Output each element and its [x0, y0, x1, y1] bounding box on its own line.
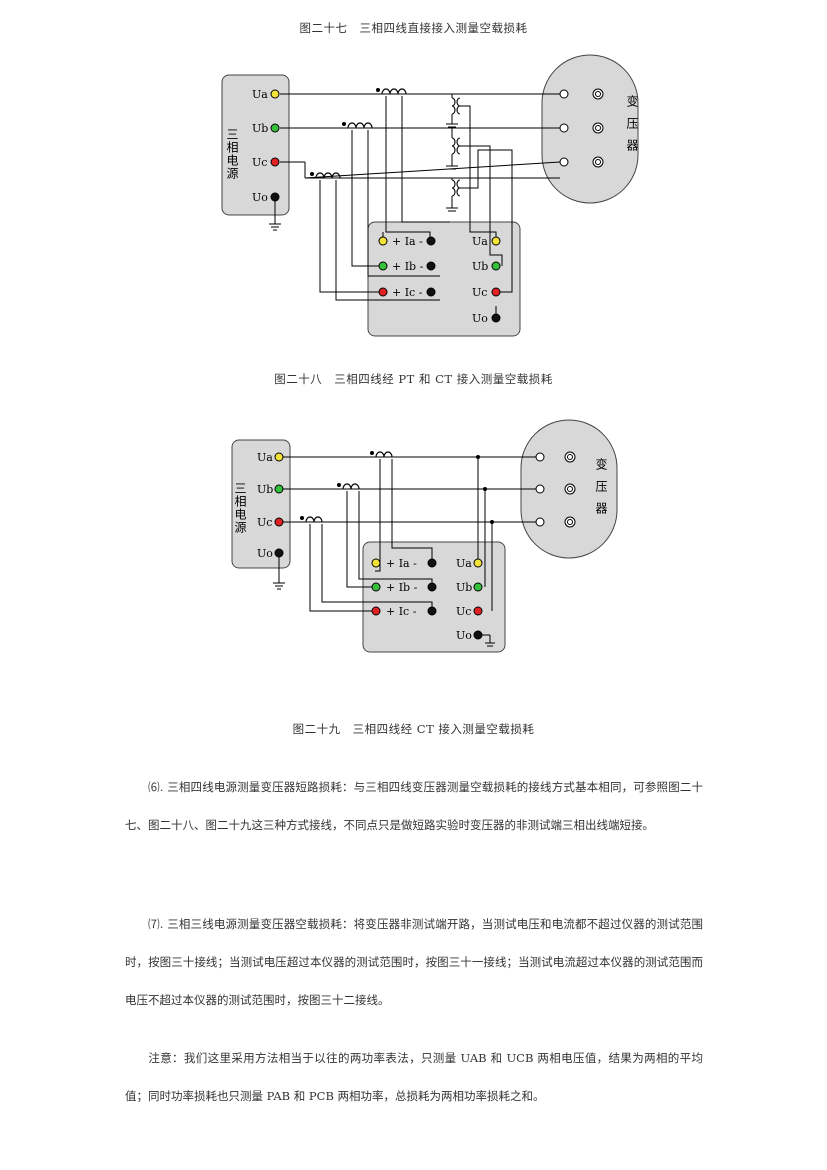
inst2-label-uo: Uo	[456, 629, 472, 642]
src2-label-uo: Uo	[257, 547, 273, 560]
src2-label-ub: Ub	[257, 483, 273, 496]
note-paragraph: 注意：我们这里采用方法相当于以往的两功率表法，只测量 UAB 和 UCB 两相电…	[125, 1039, 703, 1115]
instrument-box-2	[362, 541, 506, 653]
inst-label-ub: Ub	[472, 260, 488, 273]
diagram-ct	[231, 419, 618, 653]
src-label-uo: Uo	[252, 191, 268, 204]
figure-29-caption: 图二十九 三相四线经 CT 接入测量空载损耗	[292, 722, 535, 736]
cur-label-ia: + Ia -	[392, 235, 423, 248]
src2-label-uc: Uc	[257, 516, 272, 529]
cur2-label-ic: + Ic -	[386, 605, 417, 618]
cur2-label-ia: + Ia -	[386, 557, 417, 570]
inst-label-ua: Ua	[472, 235, 488, 248]
paragraph-7-text: ⑺. 三相三线电源测量变压器空载损耗：将变压器非测试端开路，当测试电压和电流都不…	[125, 917, 703, 1007]
figure-28-caption: 图二十八 三相四线经 PT 和 CT 接入测量空载损耗	[274, 372, 553, 386]
src2-label-ua: Ua	[257, 451, 273, 464]
transformer-box	[541, 54, 639, 204]
paragraph-6-text: ⑹. 三相四线电源测量变压器短路损耗：与三相四线变压器测量空载损耗的接线方式基本…	[125, 780, 703, 832]
cur-label-ib: + Ib -	[392, 260, 424, 273]
src-label-ua: Ua	[252, 88, 268, 101]
src-label-ub: Ub	[252, 122, 268, 135]
source-label: 三相电源	[225, 128, 239, 180]
figure-27-caption: 图二十七 三相四线直接接入测量空载损耗	[299, 21, 528, 35]
inst2-label-ub: Ub	[456, 581, 472, 594]
inst-label-uc: Uc	[472, 286, 487, 299]
paragraph-6: ⑹. 三相四线电源测量变压器短路损耗：与三相四线变压器测量空载损耗的接线方式基本…	[125, 768, 703, 844]
cur-label-ic: + Ic -	[392, 286, 423, 299]
power-source-box-2	[231, 439, 291, 569]
diagram-ct-labels: Ua Ub Uc Uo + Ia - + Ib - + Ic - Ua Ub U…	[233, 451, 608, 642]
diagram-pt-ct-labels: Ua Ub Uc Uo + Ia - + Ib - + Ic - Ua Ub U…	[225, 88, 639, 325]
inst-label-uo: Uo	[472, 312, 488, 325]
transformer-label: 变压器	[625, 94, 639, 161]
cur2-label-ib: + Ib -	[386, 581, 418, 594]
inst2-label-ua: Ua	[456, 557, 472, 570]
source-label-2: 三相电源	[233, 482, 247, 534]
src-label-uc: Uc	[252, 156, 267, 169]
inst2-label-uc: Uc	[456, 605, 471, 618]
note-text: 注意：我们这里采用方法相当于以往的两功率表法，只测量 UAB 和 UCB 两相电…	[125, 1051, 703, 1103]
power-source-box	[221, 74, 290, 216]
transformer-label-2: 变压器	[594, 457, 608, 524]
paragraph-7: ⑺. 三相三线电源测量变压器空载损耗：将变压器非测试端开路，当测试电压和电流都不…	[125, 905, 703, 1019]
diagram-pt-ct	[221, 54, 639, 337]
